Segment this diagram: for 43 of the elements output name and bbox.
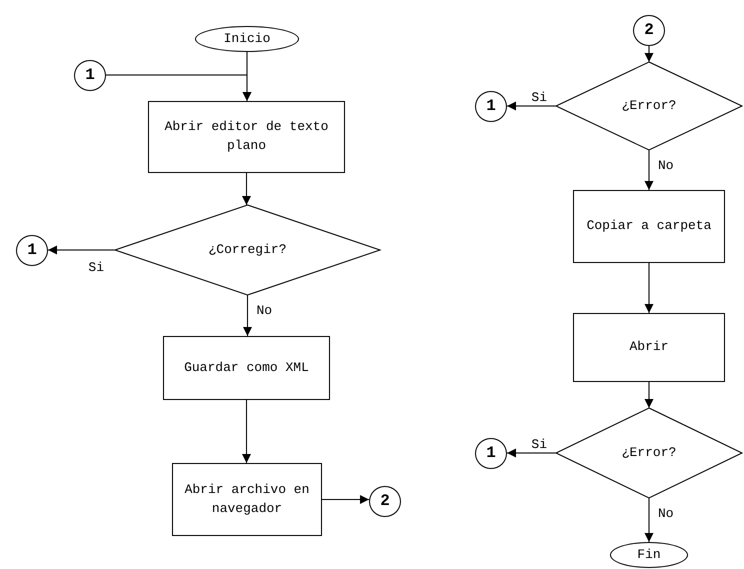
arrow bbox=[644, 262, 654, 314]
process-box bbox=[573, 190, 725, 263]
decision-diamond bbox=[556, 408, 742, 498]
connector-circle bbox=[369, 486, 401, 517]
process-box bbox=[148, 101, 345, 173]
node-text: 1 bbox=[27, 240, 37, 261]
connector-circle bbox=[475, 438, 507, 469]
arrow bbox=[106, 74, 252, 102]
connector-circle bbox=[74, 60, 106, 91]
node-text: Abrir bbox=[629, 338, 668, 356]
process-box bbox=[573, 313, 725, 382]
arrow bbox=[644, 150, 654, 190]
node-text: Abrir archivo en navegador bbox=[184, 480, 310, 518]
node-text: 2 bbox=[644, 20, 654, 41]
node-text: ¿Corregir? bbox=[208, 240, 286, 259]
arrow bbox=[242, 172, 251, 206]
node-text: 1 bbox=[486, 96, 496, 117]
node-text: Guardar como XML bbox=[184, 358, 309, 377]
node-text: 2 bbox=[380, 490, 390, 512]
connector-circle bbox=[475, 91, 507, 122]
connector-circle bbox=[633, 15, 665, 46]
node-text: ¿Error? bbox=[622, 96, 676, 115]
arrow bbox=[48, 246, 116, 254]
node-text: ¿Error? bbox=[622, 444, 676, 462]
arrow bbox=[644, 382, 654, 408]
process-box bbox=[172, 463, 322, 536]
node-text: Abrir editor de texto plano bbox=[164, 118, 330, 155]
node-text: 1 bbox=[85, 64, 95, 86]
process-box bbox=[163, 336, 330, 400]
arrow bbox=[322, 495, 370, 504]
arrow bbox=[506, 448, 556, 458]
arrow bbox=[243, 294, 252, 336]
arrow bbox=[506, 102, 556, 110]
arrow bbox=[644, 46, 654, 62]
arrow bbox=[242, 400, 251, 464]
connector-circle bbox=[16, 235, 48, 266]
decision-diamond bbox=[556, 62, 742, 150]
node-text: Copiar a carpeta bbox=[586, 217, 712, 236]
node-text: Fin bbox=[637, 546, 661, 564]
decision-diamond bbox=[115, 205, 380, 295]
node-text: 1 bbox=[486, 442, 496, 464]
arrow bbox=[644, 498, 654, 542]
node-text: Inicio bbox=[224, 30, 270, 48]
